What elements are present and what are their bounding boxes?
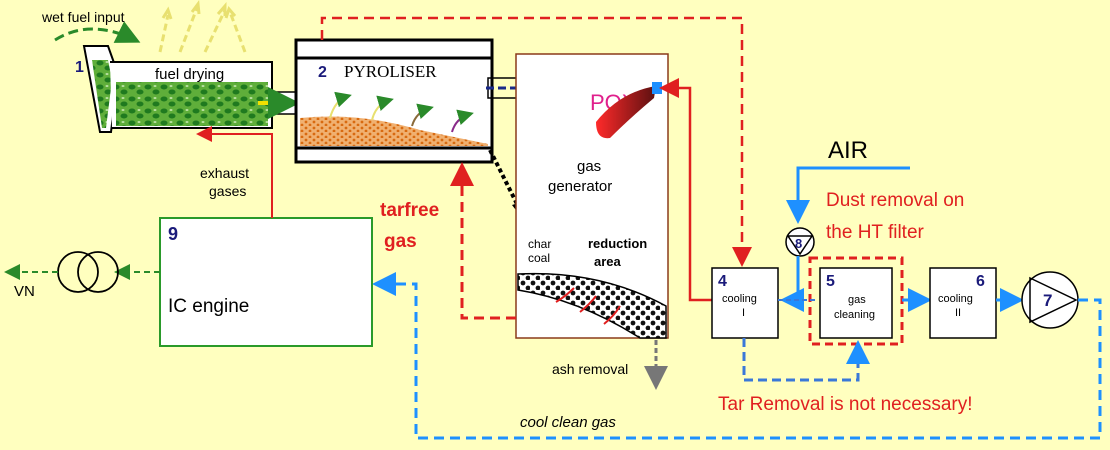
charcoal-label-1: char (528, 237, 551, 251)
pyrolysis-gas-arrows (329, 91, 474, 133)
cooling-1-label-2: I (742, 307, 745, 319)
charcoal-bed (517, 272, 667, 339)
pyroliser-heat-line (320, 16, 752, 267)
fuel-drying-label: fuel drying (155, 66, 224, 83)
tarfree-label-2: gas (384, 231, 417, 252)
number-1: 1 (75, 59, 84, 76)
vn-label: VN (14, 283, 35, 300)
ic-engine-label: IC engine (168, 296, 249, 317)
cool-clean-gas-label: cool clean gas (520, 414, 616, 431)
air-to-cooling-line (780, 256, 804, 312)
exhaust-label-2: gases (209, 183, 246, 199)
tarfree-gas-loop (450, 162, 516, 320)
cool-clean-gas-line (372, 272, 1102, 440)
number-5: 5 (826, 273, 835, 290)
cooling-1-label-1: cooling (722, 293, 757, 305)
air-inlet-line (786, 166, 910, 224)
air-label: AIR (828, 137, 868, 164)
gas-cleaning-label-1: gas (848, 294, 866, 306)
dust-removal-label-1: Dust removal on (826, 190, 964, 211)
charcoal-label-2: coal (528, 251, 550, 265)
generator-transformer-symbol (57, 251, 119, 293)
wet-fuel-input-label: wet fuel input (41, 9, 125, 25)
cooling-1-unit (711, 267, 779, 339)
tarfree-label-1: tarfree (380, 200, 439, 221)
number-8: 8 (795, 236, 802, 251)
gas-cleaning-label-2: cleaning (834, 309, 875, 321)
cooling-2-label-2: II (955, 307, 961, 319)
exhaust-label-1: exhaust (200, 165, 249, 181)
pox-burner (596, 82, 662, 139)
number-6: 6 (976, 273, 985, 290)
wet-fuel-input-arrow (54, 21, 141, 43)
number-4: 4 (718, 273, 727, 290)
hot-gas-to-pox-line (659, 78, 712, 302)
gas-generator-label-2: generator (548, 178, 612, 195)
number-2: 2 (318, 64, 327, 81)
ash-removal-label: ash removal (552, 361, 628, 377)
dust-removal-label-2: the HT filter (826, 222, 925, 243)
tar-removal-note: Tar Removal is not necessary! (718, 394, 973, 415)
reduction-area-label-2: area (594, 254, 622, 269)
number-7: 7 (1043, 291, 1052, 310)
air-blower-8 (785, 227, 815, 257)
bypass-tar-line (742, 338, 870, 382)
ic-engine-box (159, 217, 373, 347)
cooling-2-label-1: cooling (938, 293, 973, 305)
gas-generator-label-1: gas (577, 158, 601, 175)
pyroliser-label: PYROLISER (344, 62, 437, 81)
gas-blower-7 (1021, 271, 1079, 329)
pyroliser-unit (294, 38, 494, 164)
steam-vapour-arrows (158, 0, 247, 53)
reduction-area-label-1: reduction (588, 236, 647, 251)
gas-cleaning-unit (819, 267, 893, 339)
reduction-flow-arrows (555, 287, 621, 325)
number-9: 9 (168, 224, 178, 244)
cooling-2-unit (929, 267, 997, 339)
fuel-drying-unit (110, 61, 273, 129)
exhaust-gas-line (196, 126, 273, 218)
